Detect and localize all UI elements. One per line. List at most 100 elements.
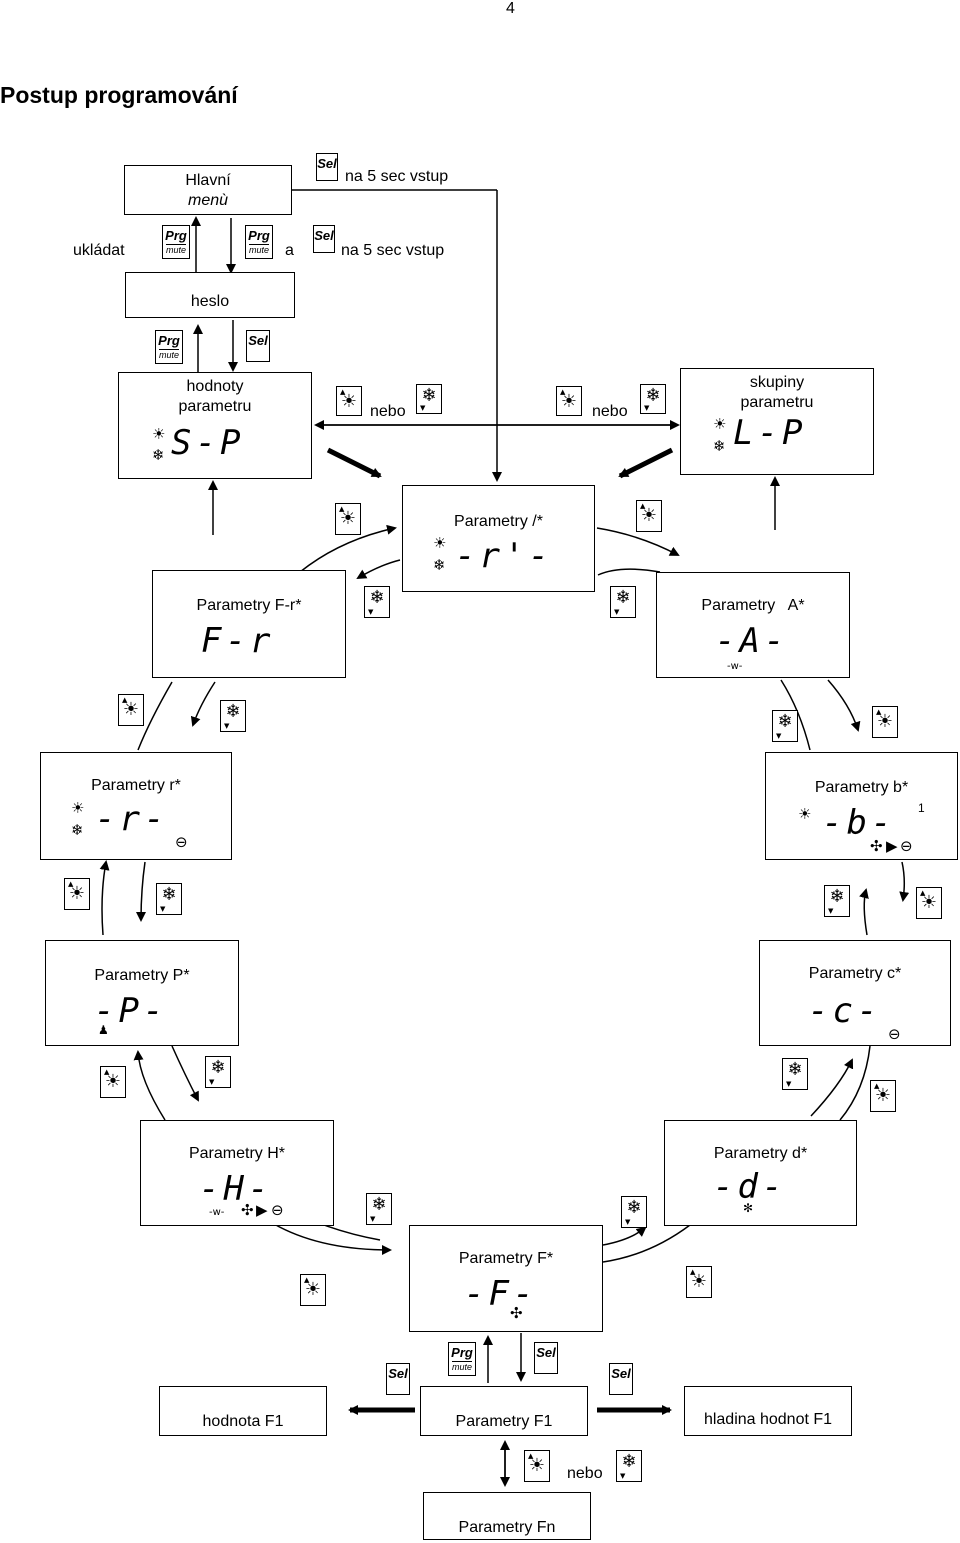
- prg-mute-key-1[interactable]: Prg mute: [162, 225, 190, 259]
- snowflake-icon: ❄: [161, 884, 177, 905]
- up-arrow-icon: ▲: [528, 1452, 534, 1460]
- fan-icon: ☀: [690, 1271, 708, 1292]
- group-fr-box: Parametry F-r* F-r: [152, 570, 346, 678]
- value-f1-label: hodnota F1: [202, 1413, 284, 1430]
- fan-icon: ☀: [876, 711, 894, 732]
- seven-seg-display: L-P: [733, 413, 807, 453]
- group-title: Parametry d*: [713, 1145, 808, 1162]
- down-arrow-icon: ▼: [224, 722, 230, 730]
- sun-icon: ☀: [433, 534, 447, 552]
- down-arrow-icon: ▼: [828, 907, 834, 915]
- up-arrow-icon: ▲: [304, 1276, 310, 1284]
- up-arrow-icon: ▲: [874, 1082, 880, 1090]
- sel-key-3[interactable]: Sel: [246, 330, 270, 362]
- down-arrow-icon: ▼: [620, 1472, 626, 1480]
- prg-label: Prg: [165, 228, 187, 243]
- sel-key-4[interactable]: Sel: [534, 1342, 558, 1374]
- up-fan-key-9[interactable]: ▲ ☀: [100, 1066, 126, 1098]
- up-fan-key-10[interactable]: ▲ ☀: [870, 1080, 896, 1112]
- down-snow-key-11[interactable]: ❄ ▼: [366, 1193, 392, 1225]
- parameter-f1-label: Parametry F1: [455, 1413, 553, 1430]
- parameter-f1-box: Parametry F1: [420, 1386, 588, 1436]
- sun-icon: ☀: [798, 805, 812, 823]
- down-snow-key-4[interactable]: ❄ ▼: [610, 586, 636, 618]
- up-arrow-icon: ▲: [560, 388, 566, 396]
- snowflake-icon: ❄: [626, 1197, 642, 1218]
- sel-key-2[interactable]: Sel: [313, 225, 335, 253]
- seven-seg-display: -A-: [715, 621, 789, 661]
- prg-mute-key-4[interactable]: Prg mute: [448, 1342, 476, 1376]
- group-title: Parametry H*: [188, 1145, 286, 1162]
- up-arrow-icon: ▲: [104, 1068, 110, 1076]
- up-fan-key-11[interactable]: ▲ ☀: [300, 1274, 326, 1306]
- superscript-label: 1: [918, 801, 925, 815]
- up-fan-key-7[interactable]: ▲ ☀: [64, 878, 90, 910]
- down-snow-key-5[interactable]: ❄ ▼: [220, 700, 246, 732]
- seven-seg-display: -F-: [464, 1274, 538, 1314]
- up-fan-key-4[interactable]: ▲ ☀: [636, 500, 662, 532]
- down-snow-key-6[interactable]: ❄ ▼: [772, 710, 798, 742]
- fan-icon: ✣: [870, 837, 883, 855]
- up-fan-key-12[interactable]: ▲ ☀: [686, 1266, 712, 1298]
- down-snow-key-12[interactable]: ❄ ▼: [621, 1196, 647, 1228]
- fan-icon: ☀: [874, 1085, 892, 1106]
- pump-icon: ▶: [256, 1201, 268, 1219]
- group-title: Parametry A*: [701, 597, 805, 614]
- fan-icon: ☀: [560, 391, 578, 412]
- down-snow-key-2[interactable]: ❄ ▼: [640, 384, 666, 414]
- page-number: 4: [506, 0, 515, 17]
- defrost-icon: ✻: [743, 1201, 754, 1215]
- enter-5sec-label-2: na 5 sec vstup: [341, 242, 445, 259]
- sel-key-label: Sel: [611, 1366, 631, 1381]
- sel-key-label: Sel: [536, 1345, 556, 1360]
- group-title: Parametry F-r*: [196, 597, 302, 614]
- main-menu-sublabel: menù: [187, 192, 229, 209]
- group-title: Parametry b*: [814, 779, 909, 796]
- prg-mute-key-2[interactable]: Prg mute: [245, 225, 273, 259]
- down-arrow-icon: ▼: [209, 1078, 215, 1086]
- snowflake-icon: ❄: [787, 1059, 803, 1080]
- sel-key-6[interactable]: Sel: [609, 1363, 633, 1395]
- up-fan-key-6[interactable]: ▲ ☀: [872, 706, 898, 738]
- sel-key-top[interactable]: Sel: [316, 153, 338, 181]
- up-arrow-icon: ▲: [876, 708, 882, 716]
- down-snow-key-3[interactable]: ❄ ▼: [364, 586, 390, 618]
- fan-icon: ☀: [339, 508, 357, 529]
- down-snow-key-9[interactable]: ❄ ▼: [205, 1056, 231, 1088]
- fan-icon: ✣: [241, 1201, 254, 1219]
- down-snow-key-10[interactable]: ❄ ▼: [782, 1058, 808, 1090]
- down-snow-key-13[interactable]: ❄ ▼: [616, 1450, 642, 1482]
- and-label: a: [285, 242, 294, 259]
- group-b-box: Parametry b* ☀ -b- 1 ✣ ▶ ⊖: [765, 752, 958, 860]
- fan-icon: ✣: [510, 1304, 523, 1322]
- down-snow-key-7[interactable]: ❄ ▼: [156, 883, 182, 915]
- down-snow-key-8[interactable]: ❄ ▼: [824, 885, 850, 917]
- group-slash-box: Parametry /* ☀ ❄ -r'-: [402, 485, 595, 592]
- compressor-icon: ⊖: [900, 837, 913, 855]
- up-fan-key-3[interactable]: ▲ ☀: [335, 503, 361, 535]
- up-fan-key-2[interactable]: ▲ ☀: [556, 386, 582, 416]
- enter-5sec-label-1: na 5 sec vstup: [345, 168, 449, 185]
- up-fan-key-13[interactable]: ▲ ☀: [524, 1450, 550, 1482]
- compressor-icon: ⊖: [888, 1025, 901, 1043]
- snowflake-icon: ❄: [371, 1194, 387, 1215]
- group-title: Parametry P*: [94, 967, 190, 984]
- up-fan-key-8[interactable]: ▲ ☀: [916, 887, 942, 919]
- group-r-box: Parametry r* ☀ ❄ -r- ⊖: [40, 752, 232, 860]
- or-label-1: nebo: [370, 403, 406, 420]
- up-fan-key-5[interactable]: ▲ ☀: [118, 694, 144, 726]
- sun-icon: ☀: [152, 425, 166, 443]
- group-title: Parametry c*: [808, 965, 902, 982]
- down-snow-key-1[interactable]: ❄ ▼: [416, 384, 442, 414]
- prg-label: Prg: [248, 228, 270, 243]
- fan-icon: ☀: [68, 883, 86, 904]
- heater-icon: -w-: [209, 1207, 225, 1218]
- group-title: Parametry F*: [458, 1250, 554, 1267]
- up-fan-key-1[interactable]: ▲ ☀: [336, 386, 362, 416]
- down-arrow-icon: ▼: [625, 1218, 631, 1226]
- prg-mute-key-3[interactable]: Prg mute: [155, 330, 183, 364]
- mute-label: mute: [166, 244, 187, 255]
- sel-key-5[interactable]: Sel: [386, 1363, 410, 1395]
- seven-seg-display: -b-: [822, 803, 896, 843]
